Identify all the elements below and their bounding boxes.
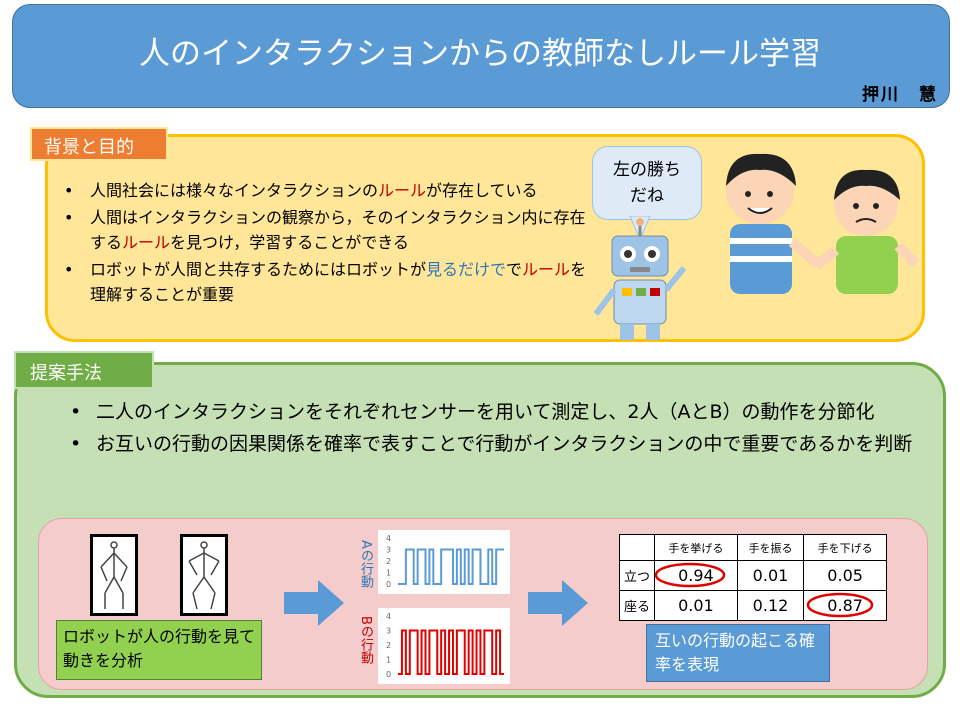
tick-label: 2 xyxy=(386,557,391,566)
method-bullet: 二人のインタラクションをそれぞれセンサーを用いて測定し、2人（AとB）の動作を分… xyxy=(62,398,922,426)
tick-label: 4 xyxy=(386,534,391,543)
chart-a-label: Aの行動 xyxy=(358,540,373,588)
tick-label: 3 xyxy=(386,627,391,636)
row-label: 立つ xyxy=(619,560,655,591)
table-header: 手を振る xyxy=(736,534,805,561)
tick-label: 2 xyxy=(386,641,391,650)
background-bullets: 人間社会には様々なインタラクションのルールが存在している人間はインタラクションの… xyxy=(56,178,596,309)
robot-illustration xyxy=(593,218,687,340)
tick-label: 4 xyxy=(386,612,391,621)
background-bullet: ロボットが人間と共存するためにはロボットが見るだけででルールを理解することが重要 xyxy=(56,257,596,307)
background-bullet: 人間社会には様々なインタラクションのルールが存在している xyxy=(56,178,596,203)
background-bullet: 人間はインタラクションの観察から，そのインタラクション内に存在するルールを見つけ… xyxy=(56,205,596,255)
chart-b-plot: 4 3 2 1 0 xyxy=(386,612,504,679)
table-cell: 0.01 xyxy=(736,560,805,591)
row-label: 座る xyxy=(619,590,655,621)
right-arrow-icon xyxy=(284,580,344,626)
table-corner xyxy=(619,534,655,561)
tick-label: 0 xyxy=(386,670,391,679)
signal-line xyxy=(398,548,504,585)
poster-title: 人のインタラクションからの教師なしルール学習 xyxy=(139,36,821,72)
author-name: 押川 慧 xyxy=(862,85,938,105)
tick-label: 0 xyxy=(386,580,391,589)
table-cell: 0.12 xyxy=(736,590,805,621)
table-cell-highlight: 0.94 xyxy=(654,560,738,591)
table-row: 立つ 0.94 0.01 0.05 xyxy=(619,560,887,591)
right-arrow-icon xyxy=(528,580,588,626)
chart-b: 4 3 2 1 0 xyxy=(378,608,510,684)
probability-label: 互いの行動の起こる確率を表現 xyxy=(646,624,830,682)
skeleton-figure-icon xyxy=(100,541,128,609)
table-header: 手を下げる xyxy=(803,534,887,561)
chart-b-label: Bの行動 xyxy=(358,616,373,664)
skeleton-figure-icon xyxy=(188,541,220,610)
tick-label: 1 xyxy=(386,656,391,665)
method-bullet: お互いの行動の因果関係を確率で表すことで行動がインタラクションの中で重要であるか… xyxy=(62,430,922,458)
speech-bubble: 左の勝ち だね xyxy=(592,146,702,220)
signal-line xyxy=(398,629,504,675)
table-cell: 0.01 xyxy=(654,590,738,621)
chart-a: 4 3 2 1 0 xyxy=(378,530,510,594)
highlight-ellipse xyxy=(654,562,726,588)
table-cell-highlight: 0.87 xyxy=(803,590,887,621)
title-banner xyxy=(12,4,950,108)
background-tag: 背景と目的 xyxy=(30,127,168,161)
table-header: 手を挙げる xyxy=(654,534,738,561)
chart-a-plot: 4 3 2 1 0 xyxy=(386,534,504,589)
tick-label: 1 xyxy=(386,569,391,578)
children-illustration xyxy=(726,153,920,294)
probability-table: 手を挙げる 手を振る 手を下げる 立つ 0.94 0.01 0.05 座る 0.… xyxy=(619,534,887,621)
method-tag: 提案手法 xyxy=(14,351,154,389)
table-row: 座る 0.01 0.12 0.87 xyxy=(619,590,887,621)
table-cell: 0.05 xyxy=(803,560,887,591)
robot-analysis-label: ロボットが人の行動を見て動きを分析 xyxy=(56,620,262,680)
skeleton-image-b xyxy=(180,534,228,616)
method-bullets: 二人のインタラクションをそれぞれセンサーを用いて測定し、2人（AとB）の動作を分… xyxy=(62,398,922,462)
skeleton-image-a xyxy=(90,534,138,616)
tick-label: 3 xyxy=(386,546,391,555)
highlight-ellipse xyxy=(806,592,874,618)
